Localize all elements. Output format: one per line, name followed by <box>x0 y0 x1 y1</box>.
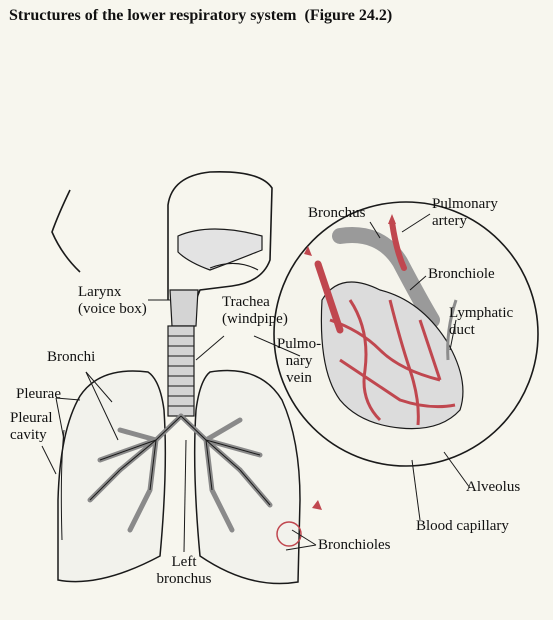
alveoli-cluster <box>320 281 464 430</box>
label-left-bronchus-line1: Left <box>171 554 197 570</box>
leader-lines <box>41 213 471 553</box>
label-blood-capillary-text: Blood capillary <box>416 518 509 534</box>
label-bronchus-text: Bronchus <box>308 205 366 221</box>
label-trachea: Trachea (windpipe) <box>222 294 288 328</box>
label-bronchiole-text: Bronchiole <box>428 266 495 282</box>
head-outline <box>167 171 273 301</box>
label-larynx-line2: (voice box) <box>78 301 147 317</box>
label-left-bronchus-line2: bronchus <box>156 571 212 587</box>
label-blood-capillary: Blood capillary <box>416 518 509 535</box>
figure-reference: (Figure 24.2) <box>304 7 393 24</box>
face-profile <box>51 189 81 273</box>
lymphatic-duct-shape <box>446 299 458 361</box>
label-pulmonary-artery-line1: Pulmonary <box>432 196 498 212</box>
detail-callout-circle <box>276 521 302 547</box>
pulmonary-vein-shape <box>314 260 344 334</box>
label-pulmonary-vein-line2: nary <box>285 353 313 369</box>
label-trachea-line1: Trachea <box>222 294 270 310</box>
label-bronchi-text: Bronchi <box>47 349 96 365</box>
title-text: Structures of the lower respiratory syst… <box>9 7 297 24</box>
label-lymphatic-duct: Lymphatic duct <box>449 305 513 339</box>
tongue <box>209 262 259 271</box>
label-pulmonary-vein: Pulmo- nary vein <box>272 336 326 387</box>
label-bronchiole: Bronchiole <box>428 266 495 283</box>
label-left-bronchus: Left bronchus <box>152 554 216 588</box>
label-pulmonary-artery: Pulmonary artery <box>432 196 498 230</box>
label-alveolus: Alveolus <box>466 479 520 496</box>
label-pleural-cavity-line1: Pleural <box>10 410 53 426</box>
label-alveolus-text: Alveolus <box>466 479 521 495</box>
label-pulmonary-vein-line1: Pulmo- <box>276 336 322 352</box>
capillary-network <box>329 299 456 426</box>
nasal-cavity <box>177 228 263 271</box>
label-bronchi: Bronchi <box>47 349 95 366</box>
label-trachea-line2: (windpipe) <box>222 311 288 327</box>
bronchial-tree-outline <box>89 415 271 506</box>
label-larynx: Larynx (voice box) <box>78 284 147 318</box>
label-lymphatic-duct-line2: duct <box>449 322 475 338</box>
label-pleurae: Pleurae <box>16 386 61 403</box>
label-bronchioles: Bronchioles <box>318 537 391 554</box>
flow-arrows <box>304 214 396 510</box>
trachea-rings <box>168 335 194 407</box>
label-lymphatic-duct-line1: Lymphatic <box>449 305 514 321</box>
pulmonary-artery-shape <box>389 219 407 271</box>
label-pulmonary-artery-line2: artery <box>432 213 467 229</box>
larynx-shape <box>169 289 199 327</box>
label-pleural-cavity-line2: cavity <box>10 427 47 443</box>
figure-title: Structures of the lower respiratory syst… <box>9 7 392 25</box>
label-bronchus: Bronchus <box>308 205 366 222</box>
trachea-shape <box>167 325 195 417</box>
label-pleurae-text: Pleurae <box>16 386 61 402</box>
label-larynx-line1: Larynx <box>78 284 122 300</box>
label-pulmonary-vein-line3: vein <box>286 370 312 386</box>
label-pleural-cavity: Pleural cavity <box>10 410 53 444</box>
label-bronchioles-text: Bronchioles <box>318 537 391 553</box>
pleura-inner <box>60 429 65 541</box>
